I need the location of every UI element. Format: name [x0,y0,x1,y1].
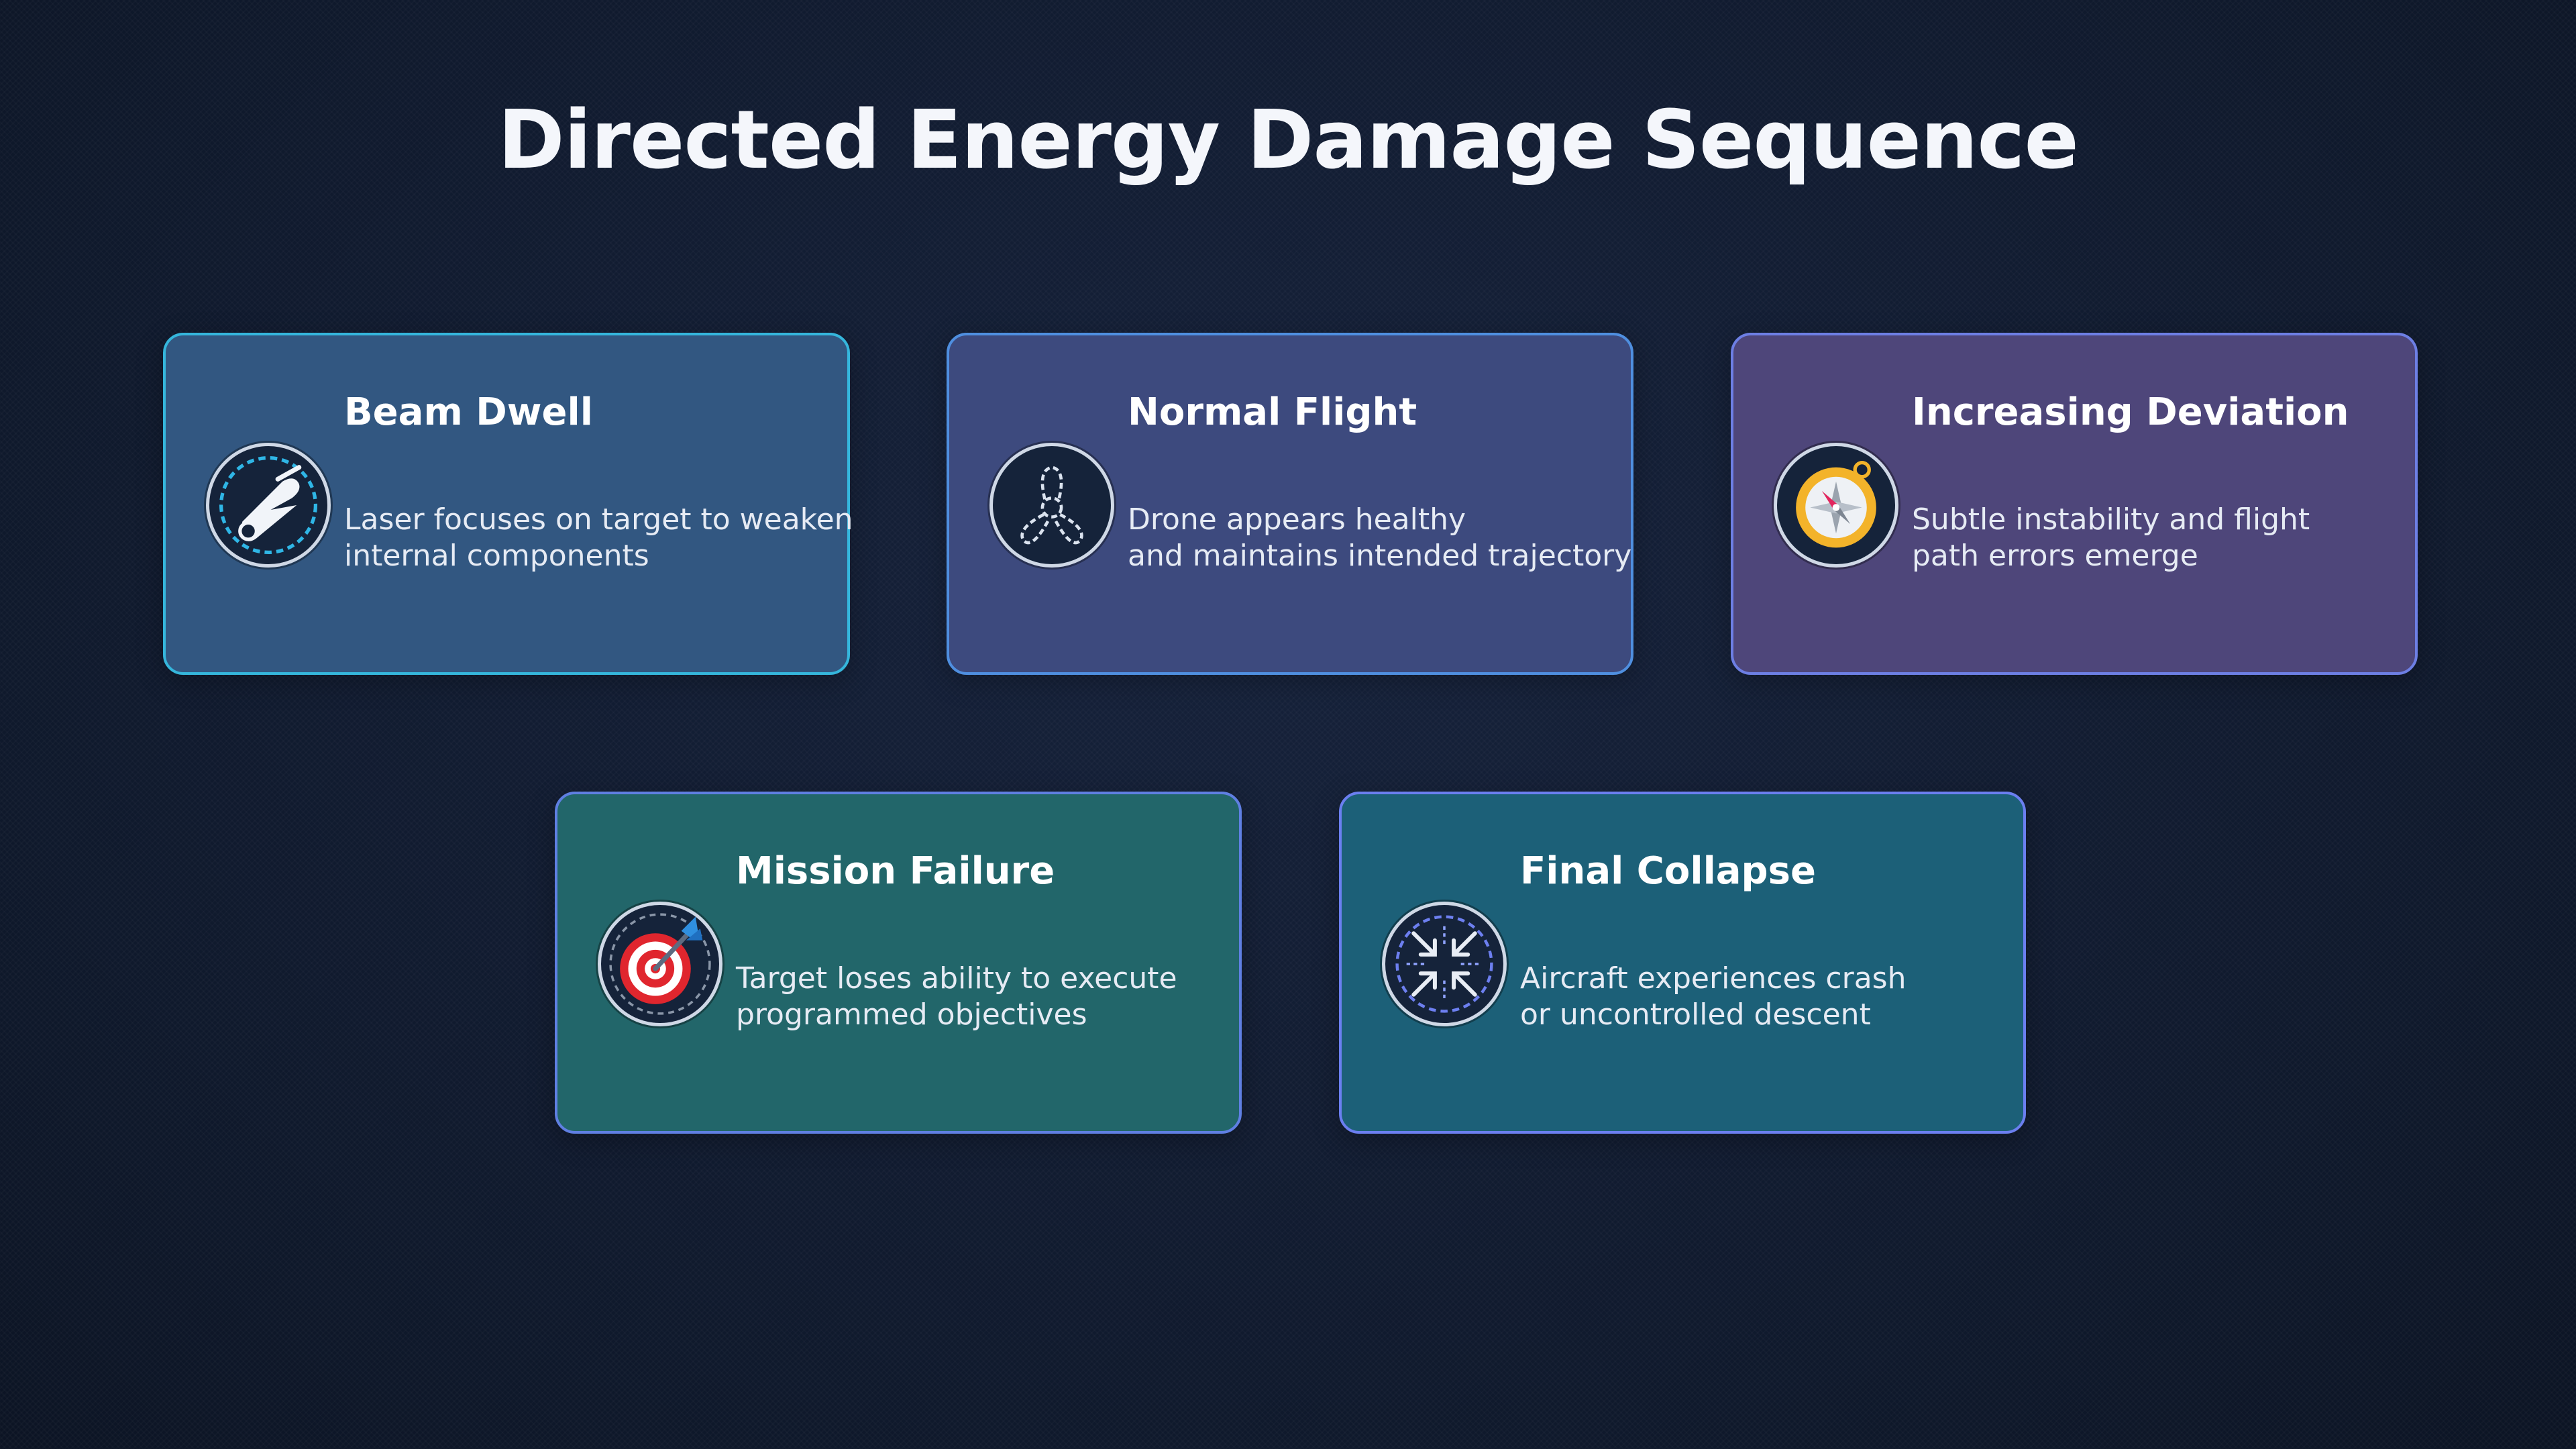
card-description: Drone appears healthy and maintains inte… [1128,502,1632,573]
card-description: Laser focuses on target to weaken intern… [344,502,853,573]
card-title: Normal Flight [1128,390,1417,434]
card-description: Aircraft experiences crash or uncontroll… [1520,961,1907,1032]
page-title: Directed Energy Damage Sequence [498,94,2079,187]
propeller-icon [989,443,1114,568]
card-description: Subtle instability and flight path error… [1912,502,2310,573]
collapse-arrows-icon [1382,902,1507,1026]
card-title: Mission Failure [736,849,1055,893]
card-mission-failure: Mission Failure Target loses ability to … [555,792,1242,1134]
card-description: Target loses ability to execute programm… [736,961,1177,1032]
card-beam-dwell: Beam Dwell Laser focuses on target to we… [163,333,853,675]
target-icon [598,902,722,1026]
compass-icon [1774,443,1898,568]
card-title: Increasing Deviation [1912,390,2349,434]
card-title: Beam Dwell [344,390,593,434]
card-increasing-deviation: Increasing Deviation Subtle instability … [1731,333,2418,675]
card-normal-flight: Normal Flight Drone appears healthy and … [947,333,1633,675]
laser-beam-icon [206,443,331,568]
card-final-collapse: Final Collapse Aircraft experiences cras… [1339,792,2026,1134]
card-title: Final Collapse [1520,849,1816,893]
